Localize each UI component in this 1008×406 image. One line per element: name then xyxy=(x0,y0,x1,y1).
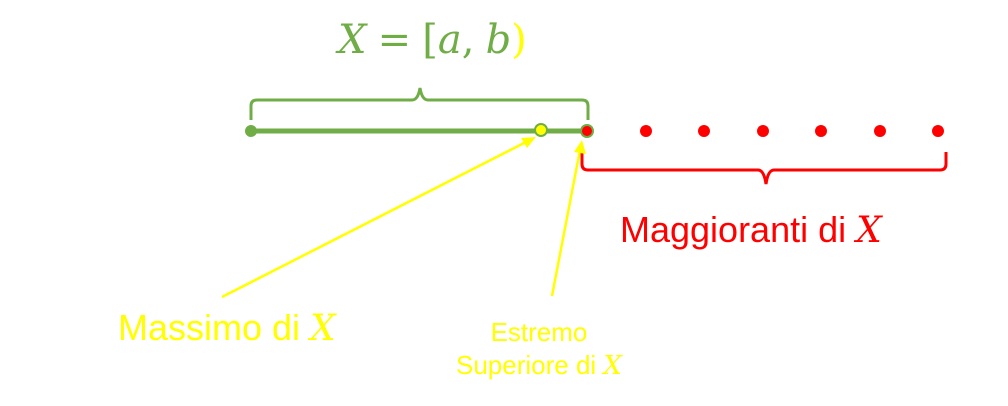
upper-bound-dot xyxy=(874,125,886,137)
maximum-label: Massimo di X xyxy=(118,310,336,347)
interval-brace xyxy=(249,87,590,120)
upper-bounds-var: X xyxy=(856,210,882,251)
upper-bound-dot xyxy=(698,125,710,137)
interval-label: X = [a, b) xyxy=(338,20,527,60)
maximum-arrowhead xyxy=(521,137,536,148)
maximum-text: Massimo di xyxy=(118,307,311,348)
supremum-arrow xyxy=(550,149,582,297)
supremum-line2: Superiore di X xyxy=(456,349,622,383)
upper-bound-dot xyxy=(932,125,944,137)
interval-close-bracket: ) xyxy=(511,17,527,63)
maximum-point xyxy=(534,123,548,137)
supremum-point xyxy=(580,124,594,138)
upper-bound-dot xyxy=(640,125,652,137)
supremum-var: X xyxy=(603,350,622,381)
interval-open-bracket: [ xyxy=(422,17,438,63)
interval-equals: = xyxy=(377,17,412,63)
upper-bound-dot xyxy=(757,125,769,137)
interval-lhs: X xyxy=(338,17,367,63)
supremum-arrowhead xyxy=(574,140,586,154)
upper-bounds-brace xyxy=(580,152,948,185)
supremum-text: Superiore di xyxy=(456,349,604,380)
interval-a: a xyxy=(437,17,462,63)
maximum-var: X xyxy=(310,308,336,349)
upper-bound-dot xyxy=(815,125,827,137)
supremum-line1: Estremo xyxy=(490,317,588,347)
interval-start-point xyxy=(245,125,257,137)
maximum-arrow xyxy=(221,139,529,299)
upper-bounds-label: Maggioranti di X xyxy=(620,212,882,249)
upper-bounds-text: Maggioranti di xyxy=(620,209,857,250)
interval-b: b xyxy=(485,17,512,63)
interval-comma: , xyxy=(461,17,475,63)
supremum-label: Estremo Superiore di X xyxy=(456,316,622,382)
